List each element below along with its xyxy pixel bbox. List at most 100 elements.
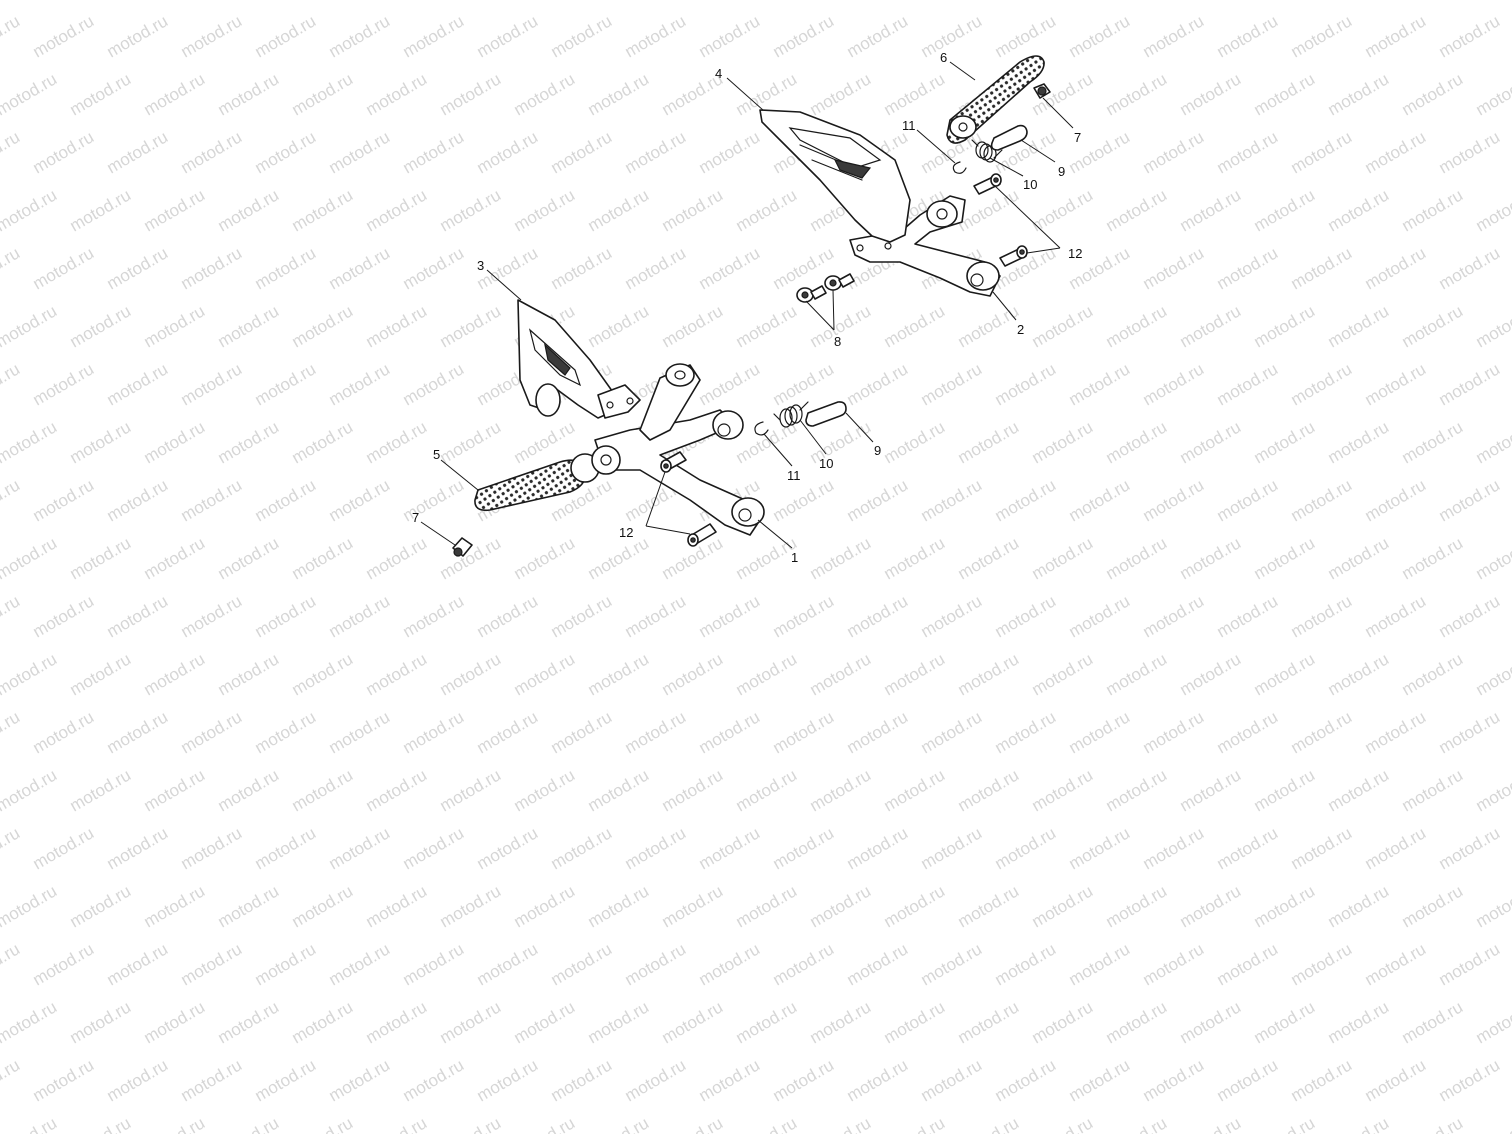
left-footpeg-bolt: [452, 537, 473, 557]
watermark-text: motod.ru: [326, 823, 394, 873]
watermark-text: motod.ru: [585, 1113, 653, 1134]
watermark-text: motod.ru: [659, 649, 727, 699]
watermark-text: motod.ru: [659, 997, 727, 1047]
watermark-text: motod.ru: [733, 997, 801, 1047]
watermark-text: motod.ru: [363, 1113, 431, 1134]
watermark-text: motod.ru: [807, 1113, 875, 1134]
watermark-text: motod.ru: [1399, 649, 1467, 699]
callout-labels: 4 6 7 11 9 10 12 2 8 3 5 7 9 10 11 12 1: [412, 50, 1082, 565]
watermark-text: motod.ru: [289, 533, 357, 583]
watermark-text: motod.ru: [622, 823, 690, 873]
watermark-text: motod.ru: [1473, 185, 1512, 235]
watermark-text: motod.ru: [400, 1055, 468, 1105]
watermark-text: motod.ru: [0, 591, 23, 641]
watermark-text: motod.ru: [807, 0, 875, 3]
watermark-text: motod.ru: [696, 707, 764, 757]
right-heel-guard-bolt-b: [824, 273, 855, 291]
watermark-text: motod.ru: [215, 417, 283, 467]
watermark-text: motod.ru: [844, 823, 912, 873]
watermark-text: motod.ru: [0, 997, 60, 1047]
watermark-text: motod.ru: [1140, 939, 1208, 989]
watermark-text: motod.ru: [1473, 881, 1512, 931]
watermark-text: motod.ru: [0, 823, 23, 873]
watermark-text: motod.ru: [992, 707, 1060, 757]
watermark-text: motod.ru: [1214, 707, 1282, 757]
watermark-text: motod.ru: [992, 939, 1060, 989]
watermark-text: motod.ru: [252, 127, 320, 177]
watermark-text: motod.ru: [0, 417, 60, 467]
watermark-text: motod.ru: [585, 533, 653, 583]
watermark-text: motod.ru: [1473, 69, 1512, 119]
watermark-text: motod.ru: [1214, 939, 1282, 989]
watermark-text: motod.ru: [548, 823, 616, 873]
left-footrest-assembly: [452, 299, 847, 557]
watermark-text: motod.ru: [326, 939, 394, 989]
watermark-text: motod.ru: [1140, 243, 1208, 293]
watermark-text: motod.ru: [881, 69, 949, 119]
watermark-text: motod.ru: [67, 185, 135, 235]
watermark-text: motod.ru: [474, 127, 542, 177]
watermark-text: motod.ru: [696, 359, 764, 409]
watermark-text: motod.ru: [1399, 301, 1467, 351]
watermark-text: motod.ru: [1251, 417, 1319, 467]
watermark-text: motod.ru: [67, 0, 135, 3]
watermark-text: motod.ru: [1103, 417, 1171, 467]
watermark-text: motod.ru: [1325, 0, 1393, 3]
watermark-text: motod.ru: [1029, 997, 1097, 1047]
watermark-text: motod.ru: [104, 359, 172, 409]
callout-7: 7: [1074, 130, 1081, 145]
watermark-text: motod.ru: [807, 533, 875, 583]
watermark-text: motod.ru: [474, 11, 542, 61]
watermark-text: motod.ru: [1362, 591, 1430, 641]
watermark-text: motod.ru: [30, 823, 98, 873]
watermark-text: motod.ru: [511, 1113, 579, 1134]
watermark-text: motod.ru: [1103, 765, 1171, 815]
watermark-text: motod.ru: [104, 475, 172, 525]
watermark-text: motod.ru: [1214, 1055, 1282, 1105]
watermark-text: motod.ru: [1325, 533, 1393, 583]
watermark-text: motod.ru: [1140, 1055, 1208, 1105]
watermark-text: motod.ru: [1066, 591, 1134, 641]
watermark-text: motod.ru: [289, 881, 357, 931]
left-hanger-bolt-upper: [660, 451, 687, 473]
watermark-text: motod.ru: [30, 359, 98, 409]
watermark-text: motod.ru: [363, 649, 431, 699]
watermark-text: motod.ru: [770, 591, 838, 641]
watermark-text: motod.ru: [1103, 649, 1171, 699]
watermark-text: motod.ru: [992, 591, 1060, 641]
leader-lines: [420, 61, 1074, 549]
watermark-text: motod.ru: [1214, 127, 1282, 177]
watermark-text: motod.ru: [844, 707, 912, 757]
watermark-text: motod.ru: [363, 0, 431, 3]
watermark-text: motod.ru: [1362, 359, 1430, 409]
watermark-text: motod.ru: [0, 649, 60, 699]
right-hanger-bolt-lower: [999, 245, 1028, 267]
watermark-text: motod.ru: [0, 475, 23, 525]
watermark-text: motod.ru: [955, 533, 1023, 583]
watermark-text: motod.ru: [104, 1055, 172, 1105]
watermark-text: motod.ru: [104, 707, 172, 757]
watermark-text: motod.ru: [1362, 475, 1430, 525]
watermark-text: motod.ru: [696, 1055, 764, 1105]
watermark-text: motod.ru: [400, 707, 468, 757]
callout-7: 7: [412, 510, 419, 525]
watermark-text: motod.ru: [437, 0, 505, 3]
watermark-text: motod.ru: [844, 1055, 912, 1105]
watermark-text: motod.ru: [1251, 533, 1319, 583]
watermark-text: motod.ru: [437, 997, 505, 1047]
watermark-text: motod.ru: [437, 417, 505, 467]
watermark-text: motod.ru: [1362, 823, 1430, 873]
watermark-text: motod.ru: [1473, 649, 1512, 699]
watermark-text: motod.ru: [0, 301, 60, 351]
watermark-text: motod.ru: [844, 11, 912, 61]
watermark-text: motod.ru: [1399, 765, 1467, 815]
left-hanger-lower-boss: [731, 497, 765, 527]
watermark-text: motod.ru: [585, 69, 653, 119]
right-hanger-bolt-upper: [973, 173, 1002, 195]
watermark-text: motod.ru: [252, 591, 320, 641]
watermark-text: motod.ru: [1325, 1113, 1393, 1134]
watermark-text: motod.ru: [1436, 359, 1504, 409]
watermark-text: motod.ru: [1140, 359, 1208, 409]
watermark-text: motod.ru: [1288, 707, 1356, 757]
